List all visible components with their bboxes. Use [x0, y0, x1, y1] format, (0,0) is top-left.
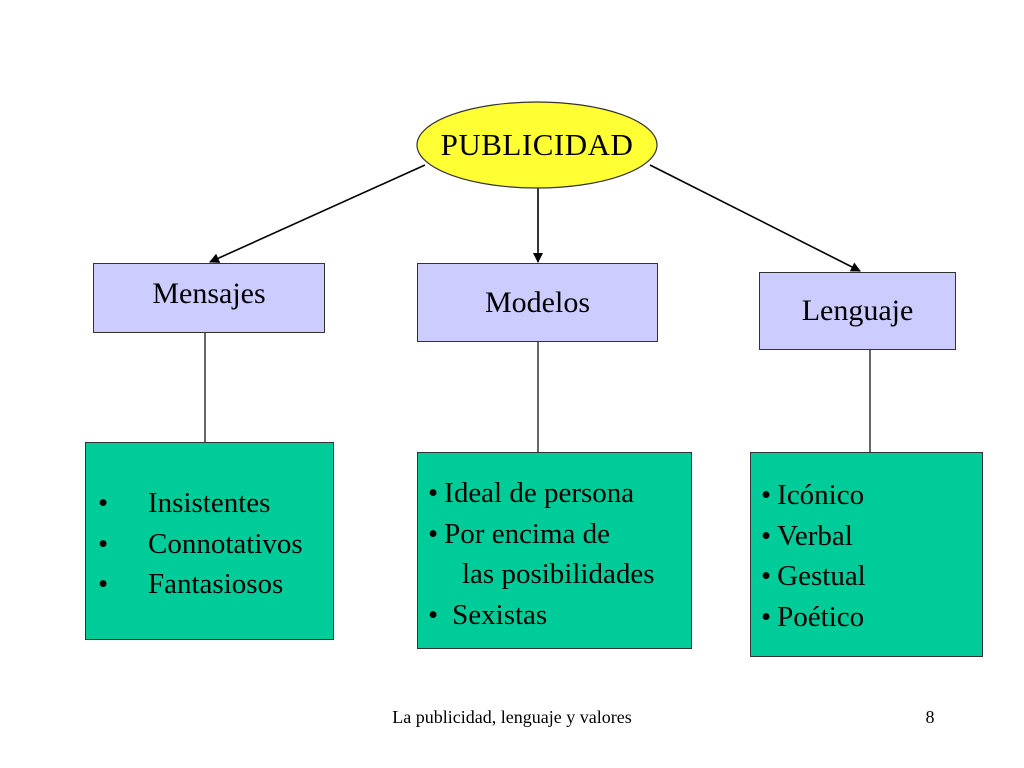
list-item: •Verbal: [761, 516, 982, 557]
bullet-icon: •: [761, 600, 772, 633]
list-item-text: Ideal de persona: [444, 477, 635, 509]
list-item-text: Insistentes: [148, 487, 271, 519]
category-box-modelos: Modelos: [417, 263, 658, 342]
category-box-mensajes: Mensajes: [93, 263, 325, 333]
page-number: 8: [925, 707, 935, 727]
list-item: • Insistentes: [86, 483, 333, 524]
bullet-icon: •: [98, 487, 109, 519]
bullet-icon: •: [98, 568, 109, 600]
list-item-text: las posibilidades: [462, 558, 655, 590]
mensajes-item-list: • Insistentes • Connotativos • Fantasiosos: [86, 483, 333, 605]
arrow-root-to-lenguaje: [649, 164, 861, 272]
list-item: • Connotativos: [86, 524, 333, 565]
list-item: •Poético: [761, 597, 982, 638]
bullet-icon: •: [428, 477, 439, 509]
list-item-text: Verbal: [777, 519, 853, 552]
root-ellipse-shape: [416, 101, 658, 189]
list-item-text: Sexistas: [452, 598, 548, 631]
list-item: • Fantasiosos: [86, 564, 333, 605]
category-box-lenguaje: Lenguaje: [759, 272, 956, 350]
detail-box-lenguaje: •Icónico •Verbal •Gestual •Poético: [750, 452, 983, 657]
detail-box-mensajes: • Insistentes • Connotativos • Fantasiosos: [85, 442, 334, 640]
list-item-continuation: las posibilidades: [428, 554, 691, 595]
bullet-icon: •: [428, 598, 439, 631]
list-item-text: Fantasiosos: [148, 568, 284, 600]
list-item: •Gestual: [761, 556, 982, 597]
bullet-icon: •: [761, 560, 772, 592]
bullet-icon: •: [98, 527, 109, 560]
detail-box-modelos: •Ideal de persona •Por encima de las pos…: [417, 452, 692, 649]
category-label-mensajes: Mensajes: [152, 277, 266, 310]
modelos-item-list: •Ideal de persona •Por encima de las pos…: [428, 473, 691, 635]
list-item-text: Connotativos: [148, 527, 303, 560]
list-item-text: Por encima de: [444, 517, 611, 550]
list-item: • Sexistas: [428, 595, 691, 636]
bullet-icon: •: [761, 479, 772, 511]
list-item-text: Gestual: [777, 560, 866, 592]
list-item: •Icónico: [761, 475, 982, 516]
root-node-label: PUBLICIDAD: [440, 127, 634, 162]
list-item-text: Poético: [777, 600, 865, 633]
footer-title: La publicidad, lenguaje y valores: [392, 707, 632, 727]
arrow-root-to-mensajes: [209, 164, 426, 263]
lenguaje-item-list: •Icónico •Verbal •Gestual •Poético: [761, 475, 982, 637]
list-item: •Por encima de: [428, 514, 691, 555]
bullet-icon: •: [428, 517, 439, 550]
root-node-publicidad: PUBLICIDAD: [417, 102, 657, 188]
list-item-text: Icónico: [777, 479, 865, 511]
category-label-lenguaje: Lenguaje: [801, 294, 914, 327]
bullet-icon: •: [761, 519, 772, 552]
category-label-modelos: Modelos: [485, 285, 590, 319]
list-item: •Ideal de persona: [428, 473, 691, 514]
